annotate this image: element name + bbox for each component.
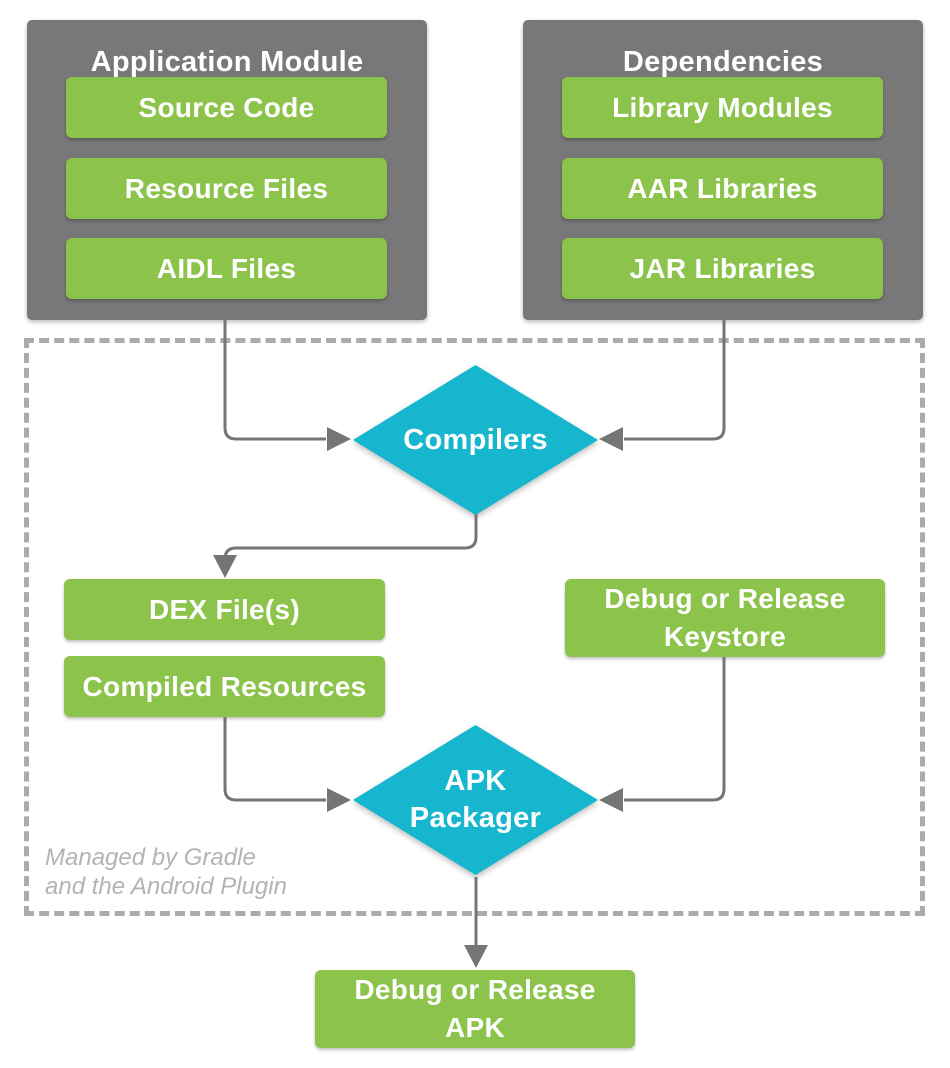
jar-libraries-chip: JAR Libraries bbox=[562, 238, 883, 299]
gradle-note-text: Managed by Gradle and the Android Plugin bbox=[45, 843, 287, 901]
gradle-note-line2: and the Android Plugin bbox=[45, 873, 287, 900]
gradle-note-line1: Managed by Gradle bbox=[45, 844, 256, 871]
aar-libraries-chip: AAR Libraries bbox=[562, 158, 883, 219]
aidl-files-chip: AIDL Files bbox=[66, 238, 387, 299]
compilers-label: Compilers bbox=[403, 423, 548, 456]
keystore-label: Debug or Release Keystore bbox=[604, 583, 846, 652]
apk-packager-diamond: APK Packager bbox=[353, 725, 598, 875]
output-apk-label: Debug or Release APK bbox=[354, 974, 596, 1043]
apk-packager-label: APK Packager bbox=[409, 765, 542, 834]
source-code-chip: Source Code bbox=[66, 77, 387, 138]
library-modules-chip: Library Modules bbox=[562, 77, 883, 138]
keystore-chip: Debug or Release Keystore bbox=[565, 579, 885, 657]
application-module-title: Application Module bbox=[90, 46, 364, 78]
compilers-diamond: Compilers bbox=[353, 365, 598, 515]
application-module-box: Application Module Source Code Resource … bbox=[27, 20, 427, 320]
output-apk-chip: Debug or Release APK bbox=[315, 970, 635, 1048]
dependencies-title: Dependencies bbox=[622, 46, 824, 78]
compiled-resources-chip: Compiled Resources bbox=[64, 656, 385, 717]
dependencies-box: Dependencies Library Modules AAR Librari… bbox=[523, 20, 923, 320]
resource-files-chip: Resource Files bbox=[66, 158, 387, 219]
dex-files-chip: DEX File(s) bbox=[64, 579, 385, 640]
arrowhead-packager-to-apk bbox=[464, 945, 488, 968]
